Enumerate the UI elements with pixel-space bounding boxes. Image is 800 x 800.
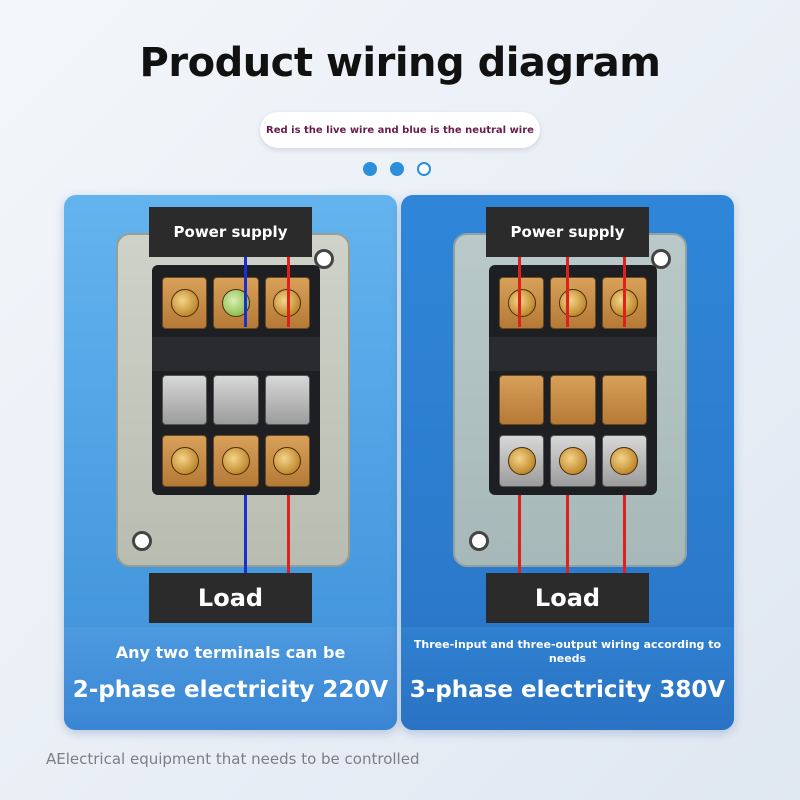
panel-2-phase: Power supply Load Any two terminals can … [64,195,397,730]
panel-3-phase: Power supply Load Three-input and three-… [401,195,734,730]
load-label: Load [486,573,649,623]
live-wire-out-l2 [566,495,569,573]
contact [264,375,310,425]
power-supply-label: Power supply [149,207,312,257]
output-terminals [499,435,647,487]
contact [550,375,596,425]
footer-caption: AElectrical equipment that needs to be c… [46,750,420,768]
terminal [213,277,259,329]
subtitle-pill: Red is the live wire and blue is the neu… [260,112,540,148]
neutral-wire-in [244,257,247,327]
carousel-dots [363,162,431,176]
mount-hole-icon [469,531,489,551]
panel-caption-area [401,627,734,730]
contactor-block [489,265,657,495]
screw-icon [170,447,199,475]
screw-icon [170,289,199,317]
terminal [499,277,545,329]
panel-caption-area [64,627,397,730]
live-wire-in-l1 [518,257,521,327]
mount-hole-icon [314,249,334,269]
screw-icon [558,447,587,475]
actuator-bar [152,337,320,371]
output-terminals [162,435,310,487]
terminal [162,277,208,329]
contact [499,375,545,425]
contact-springs [162,375,310,425]
live-wire-in-l2 [566,257,569,327]
mount-hole-icon [651,249,671,269]
terminal [550,435,596,487]
terminal [162,435,208,487]
screw-icon [558,289,587,317]
carousel-dot-2[interactable] [390,162,404,176]
carousel-dot-1[interactable] [363,162,377,176]
screw-icon [221,447,250,475]
neutral-wire-out [244,495,247,573]
mount-hole-icon [132,531,152,551]
power-supply-label: Power supply [486,207,649,257]
terminal [601,435,647,487]
screw-icon [507,289,536,317]
contact [601,375,647,425]
live-wire-in-l3 [623,257,626,327]
live-wire-out-l3 [623,495,626,573]
panel-note: Any two terminals can be [115,643,346,662]
terminal [550,277,596,329]
phase-label: 3-phase electricity 380V [409,677,726,703]
page-title: Product wiring diagram [139,40,661,86]
contact [162,375,208,425]
screw-icon [610,447,639,475]
live-wire-in [287,257,290,327]
subtitle-text: Red is the live wire and blue is the neu… [266,124,534,136]
screw-icon [507,447,536,475]
load-label: Load [149,573,312,623]
actuator-bar [489,337,657,371]
terminal [213,435,259,487]
contactor-block [152,265,320,495]
contact [213,375,259,425]
carousel-dot-3[interactable] [417,162,431,176]
terminal [499,435,545,487]
phase-label: 2-phase electricity 220V [72,677,389,703]
live-wire-out-l1 [518,495,521,573]
live-wire-out [287,495,290,573]
contact-springs [499,375,647,425]
panel-note: Three-input and three-output wiring acco… [413,638,722,665]
terminal [264,435,310,487]
screw-icon [273,447,302,475]
